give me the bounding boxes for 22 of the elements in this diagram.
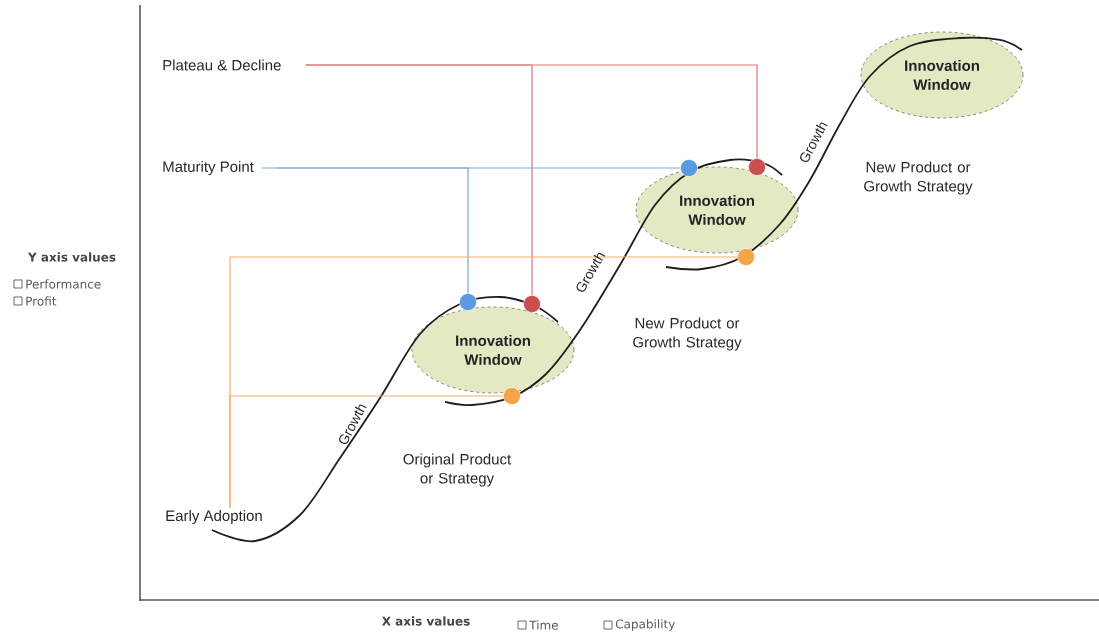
connector-line: [305, 64, 533, 296]
axis-title: Y axis values: [27, 252, 116, 262]
marker-dot: [459, 293, 477, 311]
axis-value: Performance: [26, 279, 101, 289]
stage-label: Plateau & Decline: [163, 59, 281, 71]
stage-label: Early Adoption: [166, 510, 262, 524]
marker-dot: [503, 387, 521, 405]
phase-label: New Product or Growth Strategy: [633, 317, 742, 351]
axis-value: Time: [529, 620, 558, 630]
connector-line: [229, 395, 504, 509]
marker-dot: [748, 158, 766, 176]
phase-label: Original Product or Strategy: [403, 453, 512, 487]
phase-label: New Product or Growth Strategy: [864, 161, 973, 195]
axis-title: X axis values: [381, 616, 470, 626]
axis-value: Capability: [615, 619, 675, 631]
marker-dot: [523, 295, 541, 313]
marker-dot: [680, 159, 698, 177]
marker-dot: [737, 248, 755, 266]
connector-line: [277, 167, 469, 294]
stage-label: Maturity Point: [163, 161, 254, 175]
axis-value: Profit: [26, 296, 57, 306]
connector-line: [261, 167, 681, 169]
